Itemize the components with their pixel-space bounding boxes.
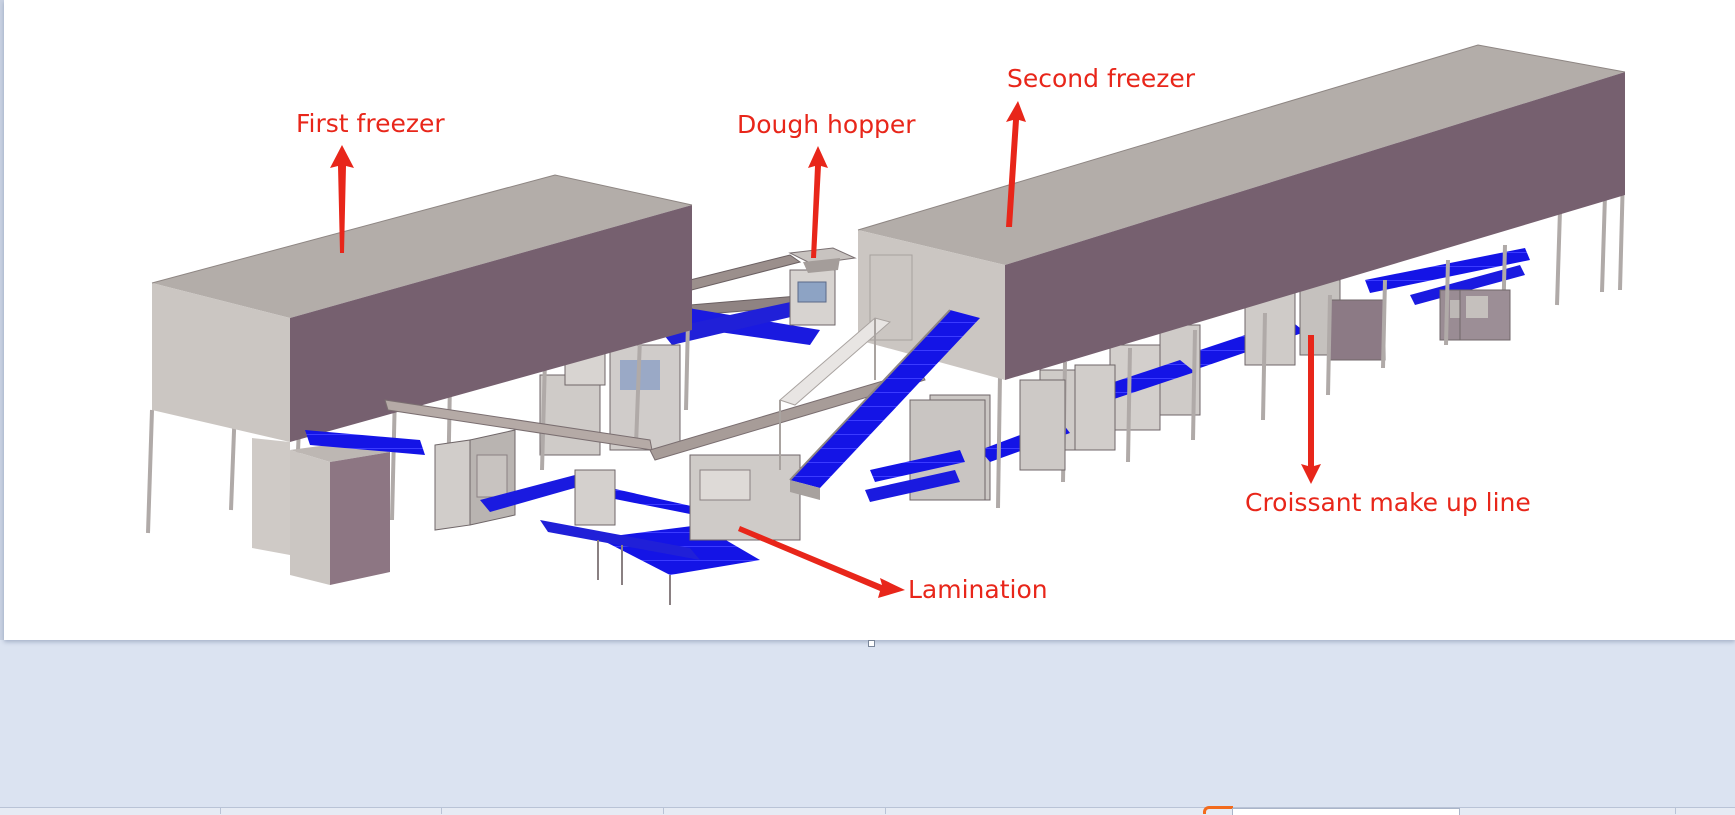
label-first-freezer: First freezer — [296, 109, 445, 138]
arrow-right-icon — [738, 526, 905, 598]
tab-separator — [220, 807, 221, 814]
production-line-diagram — [146, 44, 1626, 605]
arrow-up-icon — [808, 146, 828, 258]
tab-separator — [441, 807, 442, 814]
arrow-up-icon — [1006, 101, 1026, 227]
label-croissant-make-up-line: Croissant make up line — [1245, 488, 1531, 517]
window-edge — [0, 0, 4, 640]
tab-separator — [663, 807, 664, 814]
label-dough-hopper: Dough hopper — [737, 110, 916, 139]
tab-marker-icon — [1203, 806, 1233, 814]
label-lamination: Lamination — [908, 575, 1048, 604]
active-tab[interactable] — [1232, 808, 1460, 815]
arrow-up-icon — [330, 145, 354, 253]
dough-hopper — [788, 247, 857, 273]
front-machinery — [305, 289, 1511, 605]
bottom-tab-strip — [0, 807, 1735, 815]
label-second-freezer: Second freezer — [1007, 64, 1196, 93]
annotation-arrows — [330, 101, 1321, 598]
second-freezer — [857, 44, 1626, 380]
arrow-down-icon — [1301, 335, 1321, 484]
tab-separator — [885, 807, 886, 814]
resize-handle[interactable] — [868, 640, 875, 647]
tab-separator — [1675, 807, 1676, 814]
first-freezer — [151, 174, 693, 585]
